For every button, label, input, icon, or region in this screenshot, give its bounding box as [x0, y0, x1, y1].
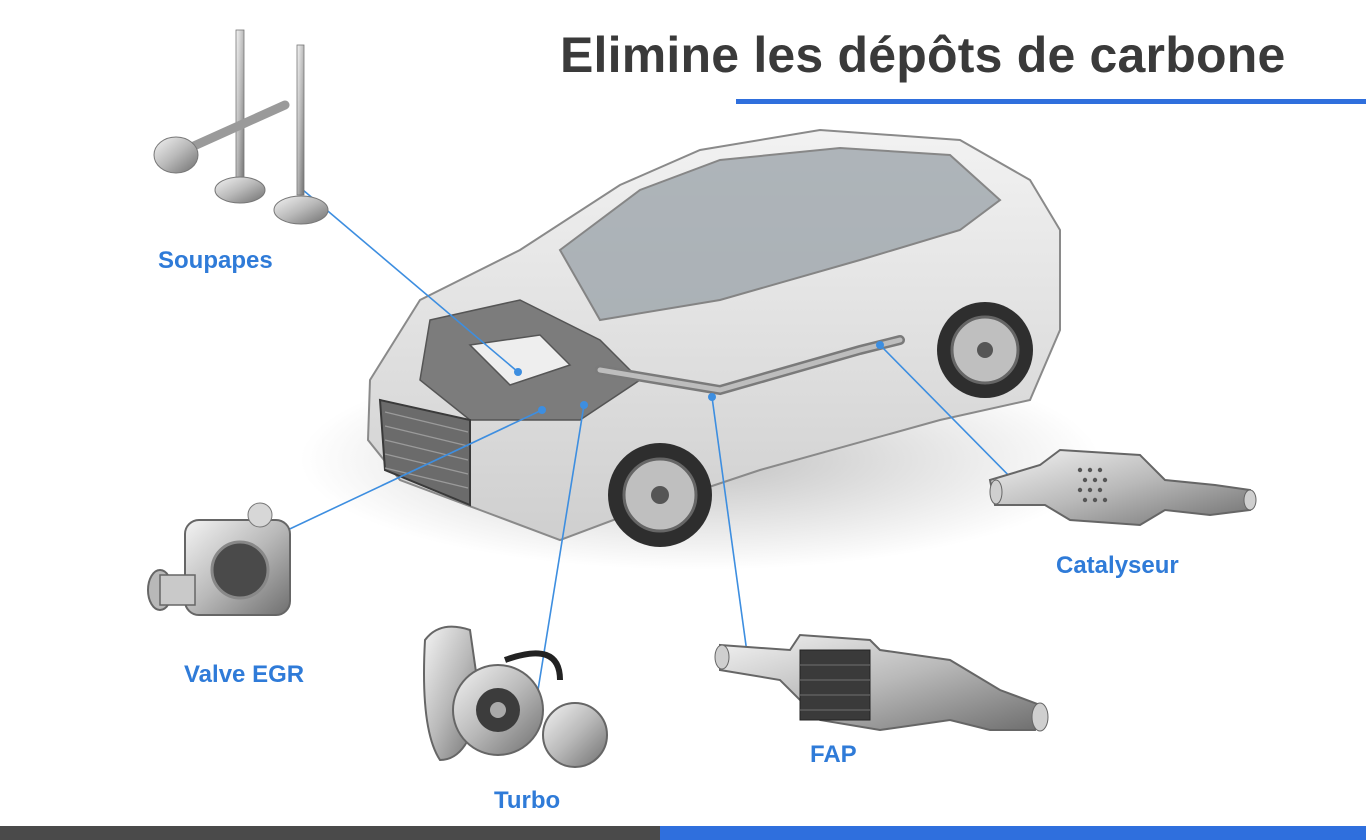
label-fap: FAP — [810, 741, 857, 768]
label-turbo: Turbo — [494, 787, 561, 814]
soupapes-image — [153, 29, 329, 225]
footer-bar-blue — [660, 826, 1366, 840]
fap-image — [714, 633, 1049, 732]
label-catalyseur: Catalyseur — [1056, 552, 1179, 579]
title-underline — [736, 99, 1366, 104]
car-illustration — [300, 128, 1100, 570]
leader-dots — [514, 341, 884, 414]
leader-lines — [259, 189, 1026, 691]
page-title: Elimine les dépôts de carbone — [560, 27, 1286, 83]
label-soupapes: Soupapes — [158, 247, 273, 274]
catalyseur-image — [988, 448, 1257, 527]
label-valve-egr: Valve EGR — [184, 661, 305, 688]
turbo-image — [423, 625, 608, 768]
valve-egr-image — [147, 502, 291, 616]
